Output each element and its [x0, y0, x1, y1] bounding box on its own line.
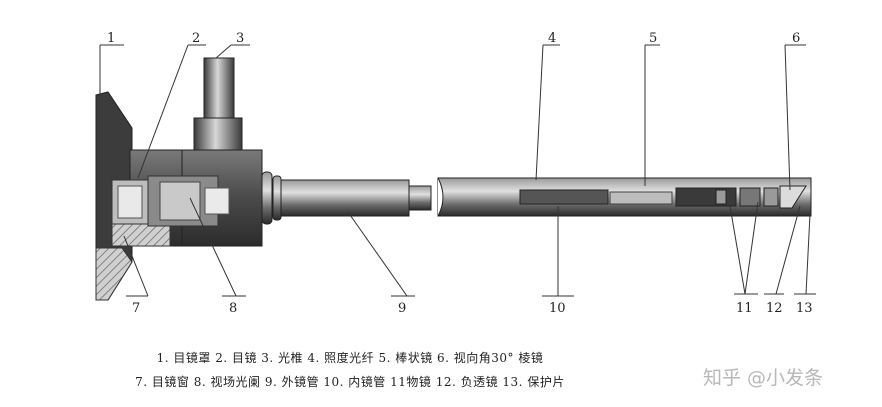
- callout-10: 10: [549, 301, 566, 316]
- callout-1: 1: [107, 31, 115, 46]
- collar-rings: [261, 171, 282, 225]
- callout-7: 7: [132, 301, 140, 316]
- leader-lines: [99, 44, 816, 297]
- watermark: 知乎 @小发条: [703, 367, 824, 389]
- callout-8: 8: [229, 301, 237, 316]
- legend-line-2: 7. 目镜窗 8. 视场光阑 9. 外镜管 10. 内镜管 11物镜 12. 负…: [135, 375, 565, 389]
- callout-3: 3: [236, 31, 244, 46]
- callout-12: 12: [766, 301, 783, 316]
- callout-13: 13: [796, 301, 813, 316]
- outer-tube-left: [280, 179, 432, 217]
- legend-line-1: 1. 目镜罩 2. 目镜 3. 光椎 4. 照度光纤 5. 棒状镜 6. 视向角…: [156, 351, 544, 365]
- callout-2: 2: [192, 31, 200, 46]
- callout-11: 11: [736, 301, 753, 316]
- outer-tube-right: [437, 177, 812, 217]
- main-body: [147, 149, 263, 247]
- callout-labels: 1 2 3 4 5 6 7 8 9 10 11 12 13: [107, 31, 813, 316]
- callout-4: 4: [548, 31, 556, 46]
- callout-6: 6: [792, 31, 800, 46]
- callout-9: 9: [398, 301, 406, 316]
- callout-5: 5: [649, 31, 657, 46]
- eyepiece-housing: [111, 149, 187, 247]
